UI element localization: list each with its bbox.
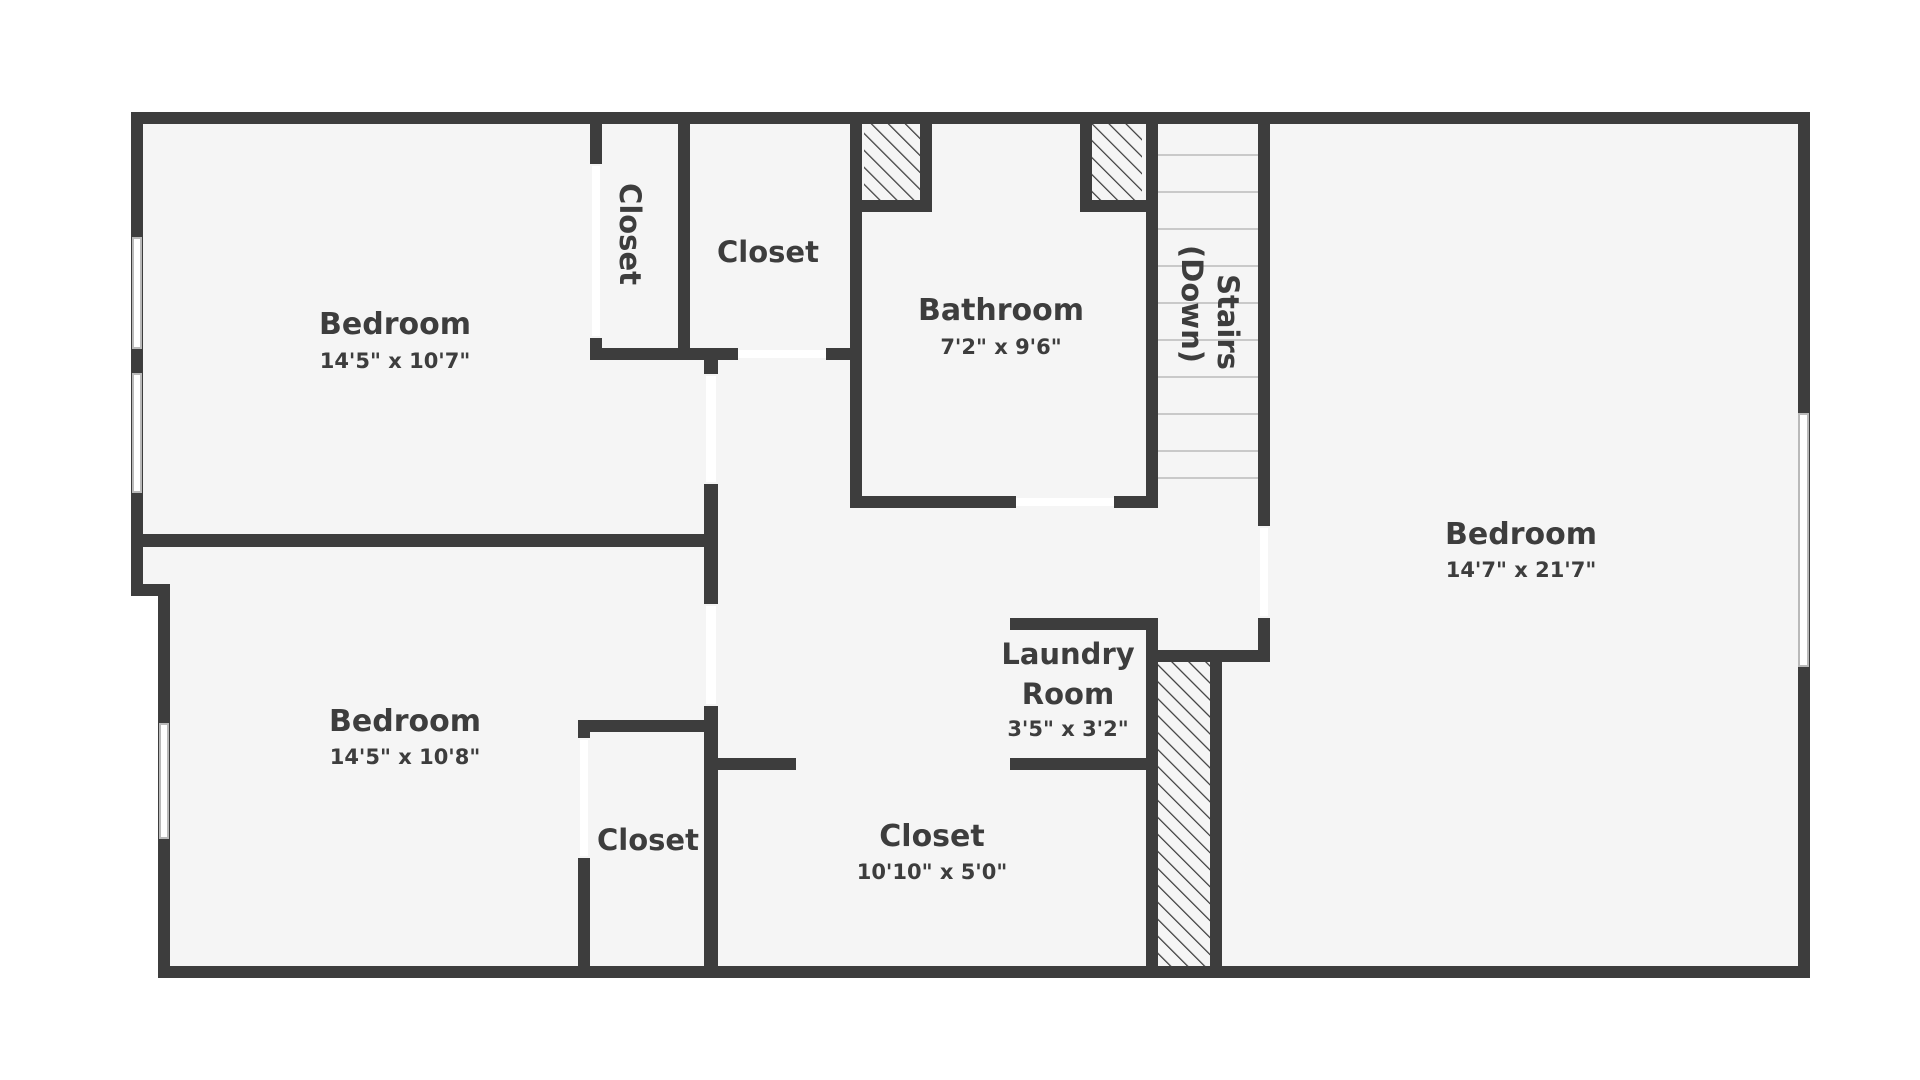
- room-dimensions: 14'5" x 10'7": [320, 349, 471, 373]
- room-name: Closet: [597, 823, 699, 857]
- stair-treads: [1158, 154, 1258, 479]
- room-closet-large: Closet 10'10" x 5'0": [857, 819, 1008, 884]
- floor-area: [131, 116, 1806, 972]
- room-closet-small: Closet: [597, 823, 699, 857]
- room-bedroom-right: Bedroom 14'7" x 21'7": [1445, 517, 1597, 582]
- room-dimensions: 7'2" x 9'6": [940, 335, 1061, 359]
- room-bedroom-top-left: Bedroom 14'5" x 10'7": [319, 307, 471, 373]
- windows: [132, 237, 1809, 839]
- room-dimensions: 14'5" x 10'8": [330, 745, 481, 769]
- room-name-line2: Room: [1022, 677, 1114, 711]
- shaft-hatch-left: [864, 124, 922, 200]
- room-laundry: Laundry Room 3'5" x 3'2": [1001, 637, 1134, 741]
- room-closet-top: Closet: [717, 235, 819, 269]
- room-name: Bathroom: [918, 293, 1084, 328]
- room-name: Stairs: [1211, 274, 1245, 370]
- room-stairs: Stairs (Down): [1175, 245, 1245, 370]
- room-name: Bedroom: [1445, 517, 1597, 552]
- shaft-hatch-right: [1090, 124, 1142, 200]
- room-dimensions: 10'10" x 5'0": [857, 860, 1008, 884]
- room-name: Closet: [613, 183, 647, 285]
- room-subname: (Down): [1175, 245, 1209, 363]
- chase-hatch: [1158, 662, 1210, 972]
- room-name: Closet: [717, 235, 819, 269]
- room-dimensions: 3'5" x 3'2": [1007, 717, 1128, 741]
- room-name: Bedroom: [329, 704, 481, 739]
- room-name: Bedroom: [319, 307, 471, 342]
- room-bathroom: Bathroom 7'2" x 9'6": [918, 293, 1084, 359]
- room-name-line1: Laundry: [1001, 637, 1134, 671]
- room-closet-vertical: Closet: [613, 183, 647, 285]
- door-openings: [580, 166, 1268, 856]
- room-dimensions: 14'7" x 21'7": [1446, 558, 1597, 582]
- room-name: Closet: [879, 819, 984, 854]
- room-bedroom-bottom-left: Bedroom 14'5" x 10'8": [329, 704, 481, 769]
